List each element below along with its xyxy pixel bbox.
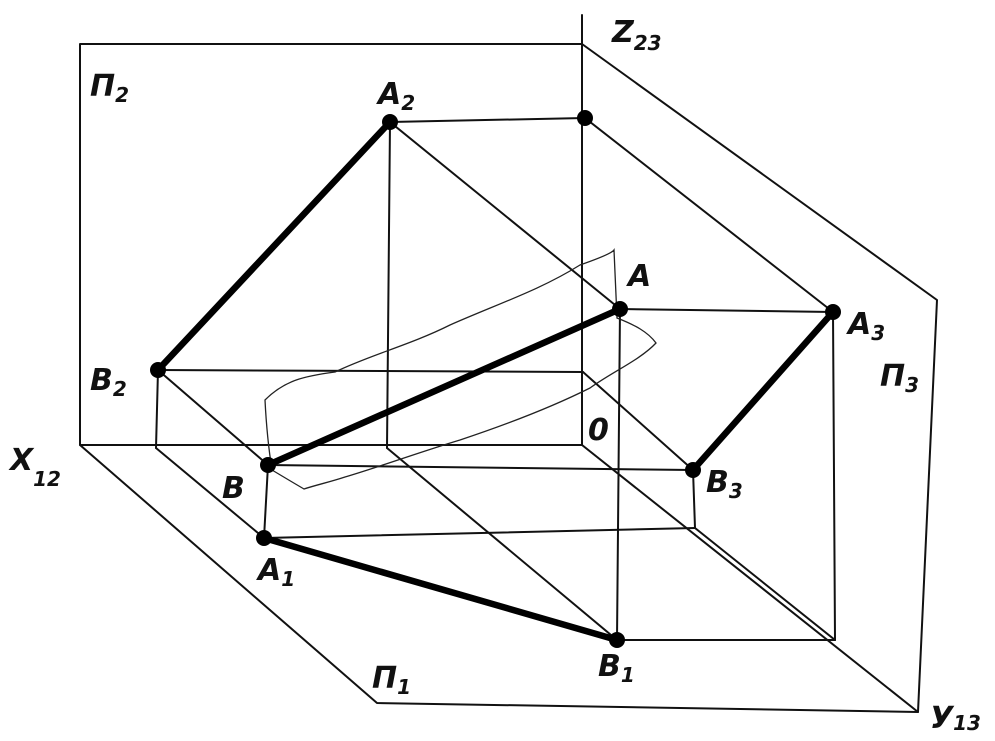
label-a3: A3 (846, 307, 885, 345)
line-b-a1 (263, 464, 269, 539)
line-z-a3 (584, 117, 834, 313)
label-pi2: П2 (90, 69, 129, 107)
point-z-axis (577, 110, 593, 126)
line-a-b1 (616, 308, 621, 641)
points (150, 110, 841, 648)
label-b3: B3 (706, 465, 743, 503)
point-a3 (825, 304, 841, 320)
point-a (612, 301, 628, 317)
label-origin: 0 (588, 413, 609, 448)
plane-frames (79, 14, 938, 713)
line-b2-b (157, 369, 269, 466)
plane-sheet (264, 247, 657, 490)
label-a1: A1 (256, 553, 295, 591)
line-b2-down (155, 369, 159, 449)
line-a2-z (389, 117, 586, 123)
segment-a-b (264, 305, 624, 469)
label-z23: Z23 (611, 15, 662, 55)
sheet-outline (264, 247, 657, 490)
frame-pi1 (79, 444, 919, 713)
line-b2-axis (157, 369, 584, 373)
label-a2: A2 (376, 77, 415, 115)
point-b1 (609, 632, 625, 648)
point-a1 (256, 530, 272, 546)
point-b (260, 457, 276, 473)
point-a2 (382, 114, 398, 130)
label-b: B (222, 471, 245, 506)
line-b3-diag (694, 527, 836, 641)
frame-pi3 (581, 43, 938, 713)
label-b1: B1 (598, 649, 635, 687)
segment-projections (154, 118, 837, 644)
label-b2: B2 (90, 363, 127, 401)
labels: П2 Z23 A2 B2 A A3 П3 0 X12 B B3 A1 B1 П1… (8, 15, 981, 736)
line-a3-down (832, 311, 836, 641)
line-a1-right (263, 527, 696, 539)
line-axis-b3 (582, 371, 694, 471)
line-a2-diag-down (386, 447, 618, 641)
label-pi1: П1 (372, 661, 411, 699)
label-a: A (626, 259, 651, 294)
line-b-b3 (267, 464, 694, 471)
segment-a1-b1 (260, 534, 621, 644)
point-b3 (685, 462, 701, 478)
label-pi3: П3 (880, 359, 919, 397)
line-a-a3 (619, 308, 834, 313)
label-x12: X12 (8, 443, 61, 491)
line-a2-down (386, 121, 391, 449)
line-b3-down (692, 469, 696, 529)
line-a2-a (389, 121, 621, 310)
point-b2 (150, 362, 166, 378)
label-y13: У13 (930, 701, 981, 736)
line-b2-left-diag (155, 447, 265, 539)
segment-a2-b2 (154, 118, 394, 374)
construction-lines (155, 117, 836, 641)
frame-pi2 (79, 14, 583, 446)
segment-a3-b3 (689, 308, 837, 474)
